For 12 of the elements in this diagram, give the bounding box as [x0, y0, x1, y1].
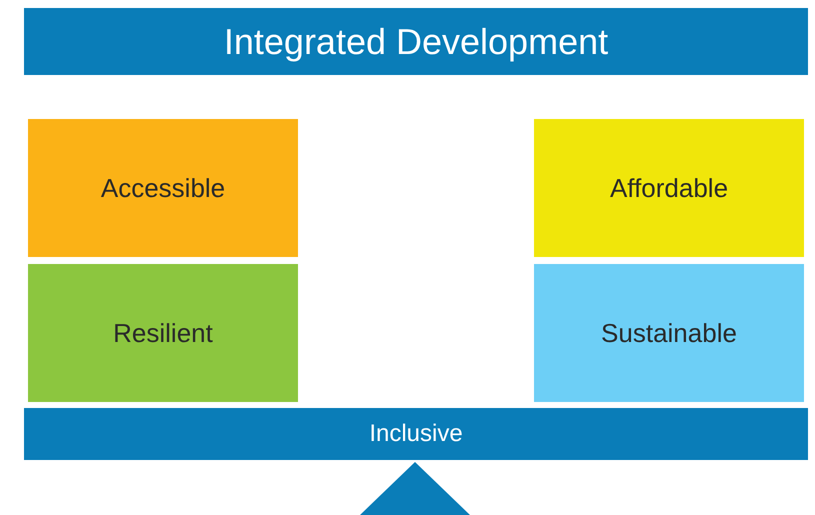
band-label: Inclusive: [369, 420, 463, 448]
pillar-box: [28, 264, 298, 402]
box-label: Sustainable: [601, 318, 737, 348]
base-band: [24, 408, 808, 460]
title-text: Integrated Development: [224, 20, 608, 62]
title-band: [24, 8, 808, 75]
pillar-box: [534, 119, 804, 257]
box-label: Resilient: [113, 318, 213, 348]
pillar-box: [534, 264, 804, 402]
pillar-box: [28, 119, 298, 257]
box-label: Affordable: [610, 172, 728, 204]
box-label: Accessible: [100, 172, 226, 204]
